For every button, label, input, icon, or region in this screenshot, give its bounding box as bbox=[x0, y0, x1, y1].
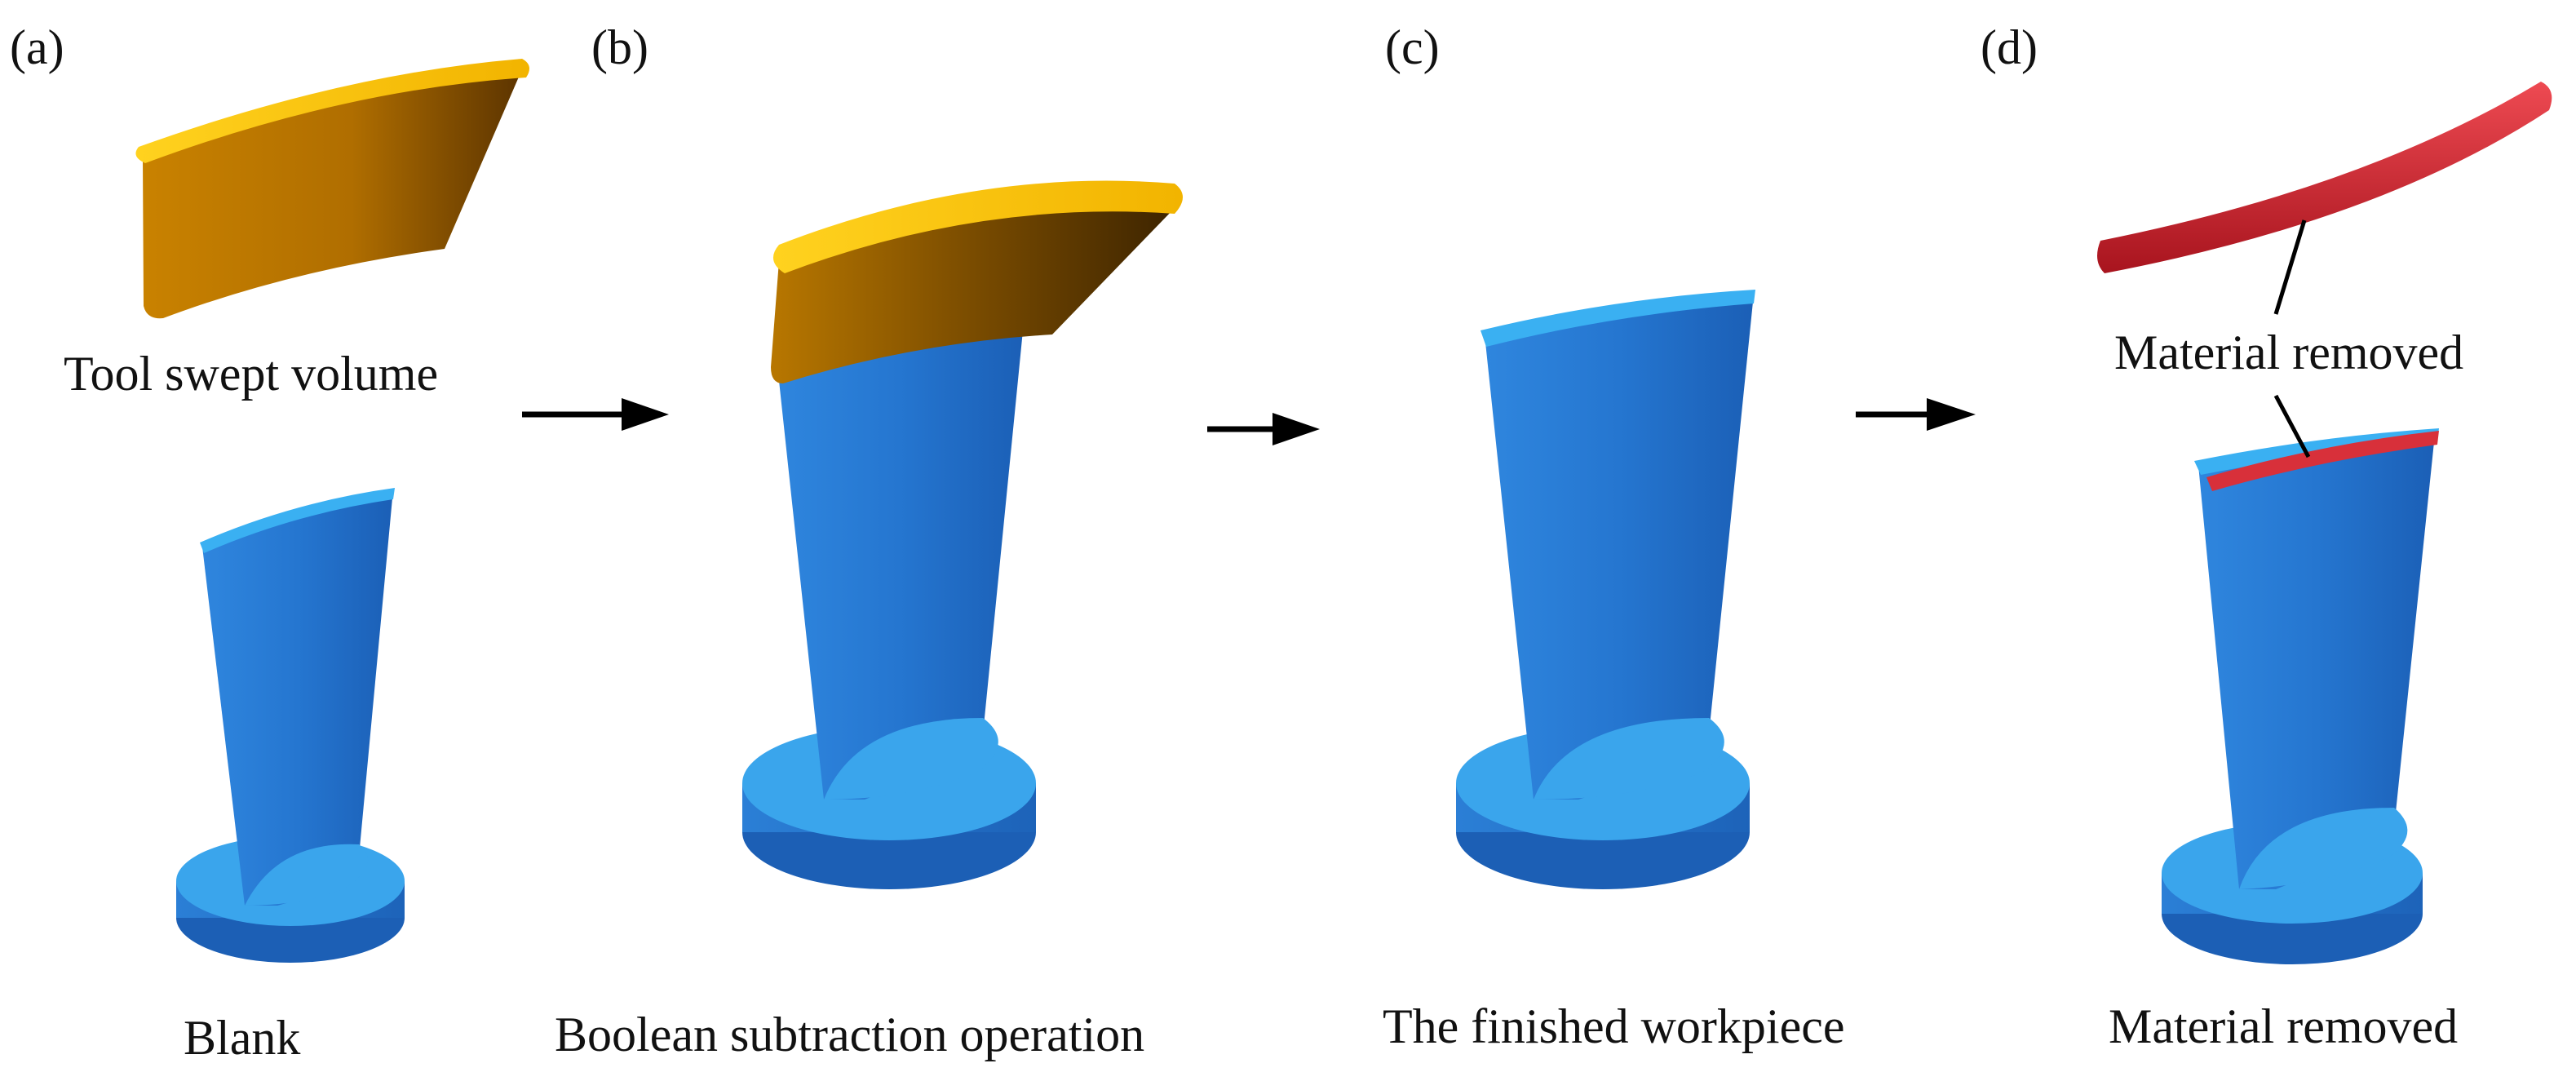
arrow-c-to-d bbox=[1856, 398, 1976, 431]
callout-line-top bbox=[2273, 219, 2307, 315]
caption-boolean-subtraction: Boolean subtraction operation bbox=[555, 1008, 1145, 1061]
c-fillet bbox=[1534, 718, 1724, 800]
blank-fillet bbox=[245, 844, 369, 906]
panel-c-workpiece bbox=[1456, 290, 1755, 889]
c-blade-top bbox=[1481, 290, 1755, 347]
panel-a-tool-swept-volume bbox=[135, 59, 529, 319]
caption-finished-workpiece: The finished workpiece bbox=[1383, 999, 1845, 1053]
panel-d-material-removed bbox=[2097, 82, 2552, 964]
c-blade bbox=[1485, 294, 1754, 800]
d-blade bbox=[2198, 434, 2435, 889]
caption-tool-swept-volume: Tool swept volume bbox=[64, 347, 439, 401]
b-fillet bbox=[824, 718, 998, 800]
caption-material-removed: Material removed bbox=[2109, 999, 2459, 1053]
blank-blade bbox=[202, 490, 393, 906]
panel-label-d: (d) bbox=[1981, 20, 2038, 74]
arrow-a-to-b bbox=[522, 398, 669, 431]
callout-line-bottom bbox=[2273, 394, 2311, 459]
b-tool-top bbox=[772, 180, 1183, 273]
panel-a-blank bbox=[176, 488, 405, 963]
panel-label-a: (a) bbox=[10, 20, 64, 74]
blank-blade-top bbox=[200, 488, 395, 553]
panel-b-boolean bbox=[742, 180, 1183, 889]
d-removed-edge bbox=[2206, 431, 2439, 491]
b-blade bbox=[775, 322, 1024, 800]
caption-blank: Blank bbox=[184, 1011, 301, 1065]
tool-volume-top bbox=[135, 59, 529, 163]
d-fillet bbox=[2239, 808, 2408, 889]
removed-strip bbox=[2097, 82, 2552, 273]
b-tool-face bbox=[771, 206, 1175, 383]
panel-label-b: (b) bbox=[591, 20, 648, 74]
caption-material-removed-callout: Material removed bbox=[2114, 326, 2464, 379]
panel-label-c: (c) bbox=[1385, 20, 1440, 74]
tool-volume-face bbox=[143, 69, 522, 319]
arrow-b-to-c bbox=[1207, 413, 1320, 445]
